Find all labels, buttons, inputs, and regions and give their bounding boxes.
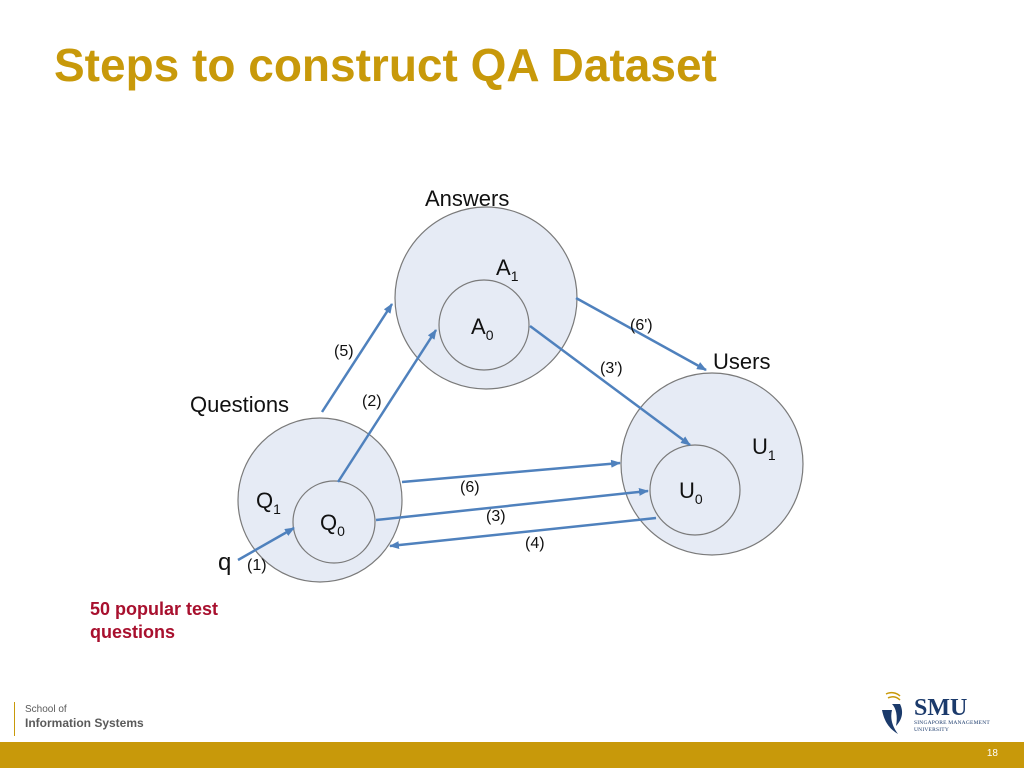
step-5-label: (5)	[334, 343, 354, 360]
logo-name: SMU	[914, 695, 968, 721]
a0-label: A0	[471, 314, 494, 343]
step-3-prime-label: (3')	[600, 360, 623, 377]
arrow-step-3-prime	[529, 324, 691, 447]
school-line-2: Information Systems	[25, 716, 144, 730]
smu-crest-icon	[882, 691, 903, 734]
page-number: 18	[986, 748, 998, 759]
q0-label: Q0	[320, 510, 345, 539]
step-3-label: (3)	[486, 508, 506, 525]
users-label: Users	[713, 349, 770, 374]
logo-sub-1: SINGAPORE MANAGEMENT	[914, 720, 990, 726]
note-line-2: questions	[90, 622, 176, 642]
arrow-step-5	[320, 303, 394, 413]
arrow-step-6-prime	[575, 296, 707, 372]
note-text: 50 popular test questions	[90, 598, 218, 644]
answers-label: Answers	[425, 186, 509, 211]
arrow-step-1	[237, 526, 295, 562]
smu-logo: SMU SINGAPORE MANAGEMENT UNIVERSITY	[870, 680, 1014, 742]
u1-label: U1	[752, 434, 776, 463]
step-4-label: (4)	[525, 535, 545, 552]
footer-bar: 18	[0, 742, 1024, 768]
q1-label: Q1	[256, 488, 281, 517]
step-6-label: (6)	[460, 479, 480, 496]
step-6-prime-label: (6')	[630, 317, 653, 334]
arrow-step-4	[389, 516, 657, 550]
users-inner-circle	[649, 444, 741, 536]
arrow-step-3	[375, 487, 649, 522]
questions-label: Questions	[190, 392, 289, 417]
questions-inner-circle	[292, 480, 376, 564]
logo-sub-2: UNIVERSITY	[914, 727, 949, 733]
a1-label: A1	[496, 255, 519, 284]
u0-label: U0	[679, 478, 703, 507]
step-2-label: (2)	[362, 393, 382, 410]
school-name: School of Information Systems	[14, 702, 144, 736]
arrow-step-2	[336, 329, 438, 483]
arrow-step-6	[401, 459, 621, 484]
slide-title: Steps to construct QA Dataset	[54, 39, 717, 91]
step-1-label: (1)	[247, 557, 267, 574]
school-line-1: School of	[25, 704, 67, 715]
query-label: q	[218, 549, 231, 576]
answers-inner-circle	[438, 279, 530, 371]
note-line-1: 50 popular test	[90, 599, 219, 619]
